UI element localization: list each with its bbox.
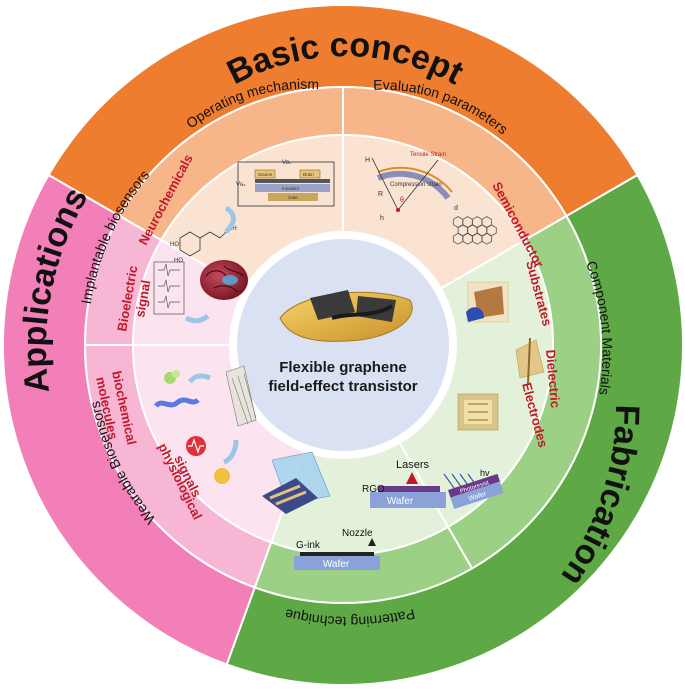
svg-text:h: h: [380, 215, 384, 222]
svg-text:HO: HO: [170, 242, 179, 248]
svg-text:Wafer: Wafer: [387, 496, 414, 507]
svg-text:Drain: Drain: [303, 172, 314, 177]
brain-icon: [200, 260, 248, 300]
cycle-arrow-icon: [187, 373, 211, 384]
svg-text:d: d: [454, 205, 458, 212]
svg-text:RGO: RGO: [362, 484, 385, 495]
temperature-icon: [214, 468, 230, 484]
svg-text:Compression strain: Compression strain: [390, 182, 442, 188]
cycle-arrow-icon: [184, 313, 210, 324]
cycle-arrow-icon: [224, 205, 236, 234]
graphene-lattice-icon: [452, 216, 497, 245]
svg-text:Wafer: Wafer: [323, 559, 350, 570]
inkjet-printing-icon: Nozzle G-ink Wafer: [294, 528, 380, 570]
electrodes-photo-icon: [457, 393, 499, 431]
svg-text:Source: Source: [258, 172, 273, 177]
neuron-signal-icon: [153, 261, 185, 315]
dielectric-film-icon: [515, 337, 545, 385]
svg-text:hv: hv: [480, 468, 490, 478]
svg-text:Nozzle: Nozzle: [342, 528, 373, 539]
biomolecule-icon: [154, 370, 200, 408]
svg-text:Tensile Strain: Tensile Strain: [410, 152, 446, 158]
sensor-patch-icon: [225, 365, 257, 427]
svg-text:H: H: [365, 157, 370, 164]
svg-text:Insulator: Insulator: [282, 186, 300, 191]
transistor-device-icon: [279, 290, 413, 342]
neurochemical-molecule-icon: NH HO HO: [170, 226, 237, 264]
svg-text:NH: NH: [228, 226, 237, 232]
dielectric-label: Dielectric: [543, 349, 563, 409]
cycle-arrow-icon: [222, 439, 239, 465]
svg-text:R: R: [378, 191, 383, 198]
substrate-photo-icon: [466, 281, 509, 323]
laser-writing-icon: Lasers Wafer RGO: [362, 459, 446, 508]
svg-text:Lasers: Lasers: [396, 459, 430, 471]
flexible-film-icon: [262, 451, 331, 514]
signal-label: signal: [132, 279, 153, 319]
svg-text:HO: HO: [174, 258, 183, 264]
graphene-hexagon: [481, 232, 492, 245]
photolithography-icon: hv Photoresist Wafer: [443, 468, 504, 510]
fet-schematic-icon: Vɢₛ Vᴅₛ Source Drain Insulator Gate: [236, 160, 335, 207]
strain-diagram-icon: Tensile Strain Compression strain H R θ …: [365, 152, 458, 222]
center-title-line2: field-effect transistor: [268, 378, 417, 395]
svg-text:Vɢₛ: Vɢₛ: [236, 182, 246, 188]
svg-text:Gate: Gate: [288, 195, 298, 200]
svg-text:G-ink: G-ink: [296, 540, 321, 551]
svg-text:Vᴅₛ: Vᴅₛ: [282, 160, 292, 166]
svg-text:θ: θ: [400, 197, 404, 204]
center-title-line1: Flexible graphene: [279, 359, 407, 376]
heart-rate-icon: [186, 436, 206, 456]
center-disc: [237, 239, 449, 451]
